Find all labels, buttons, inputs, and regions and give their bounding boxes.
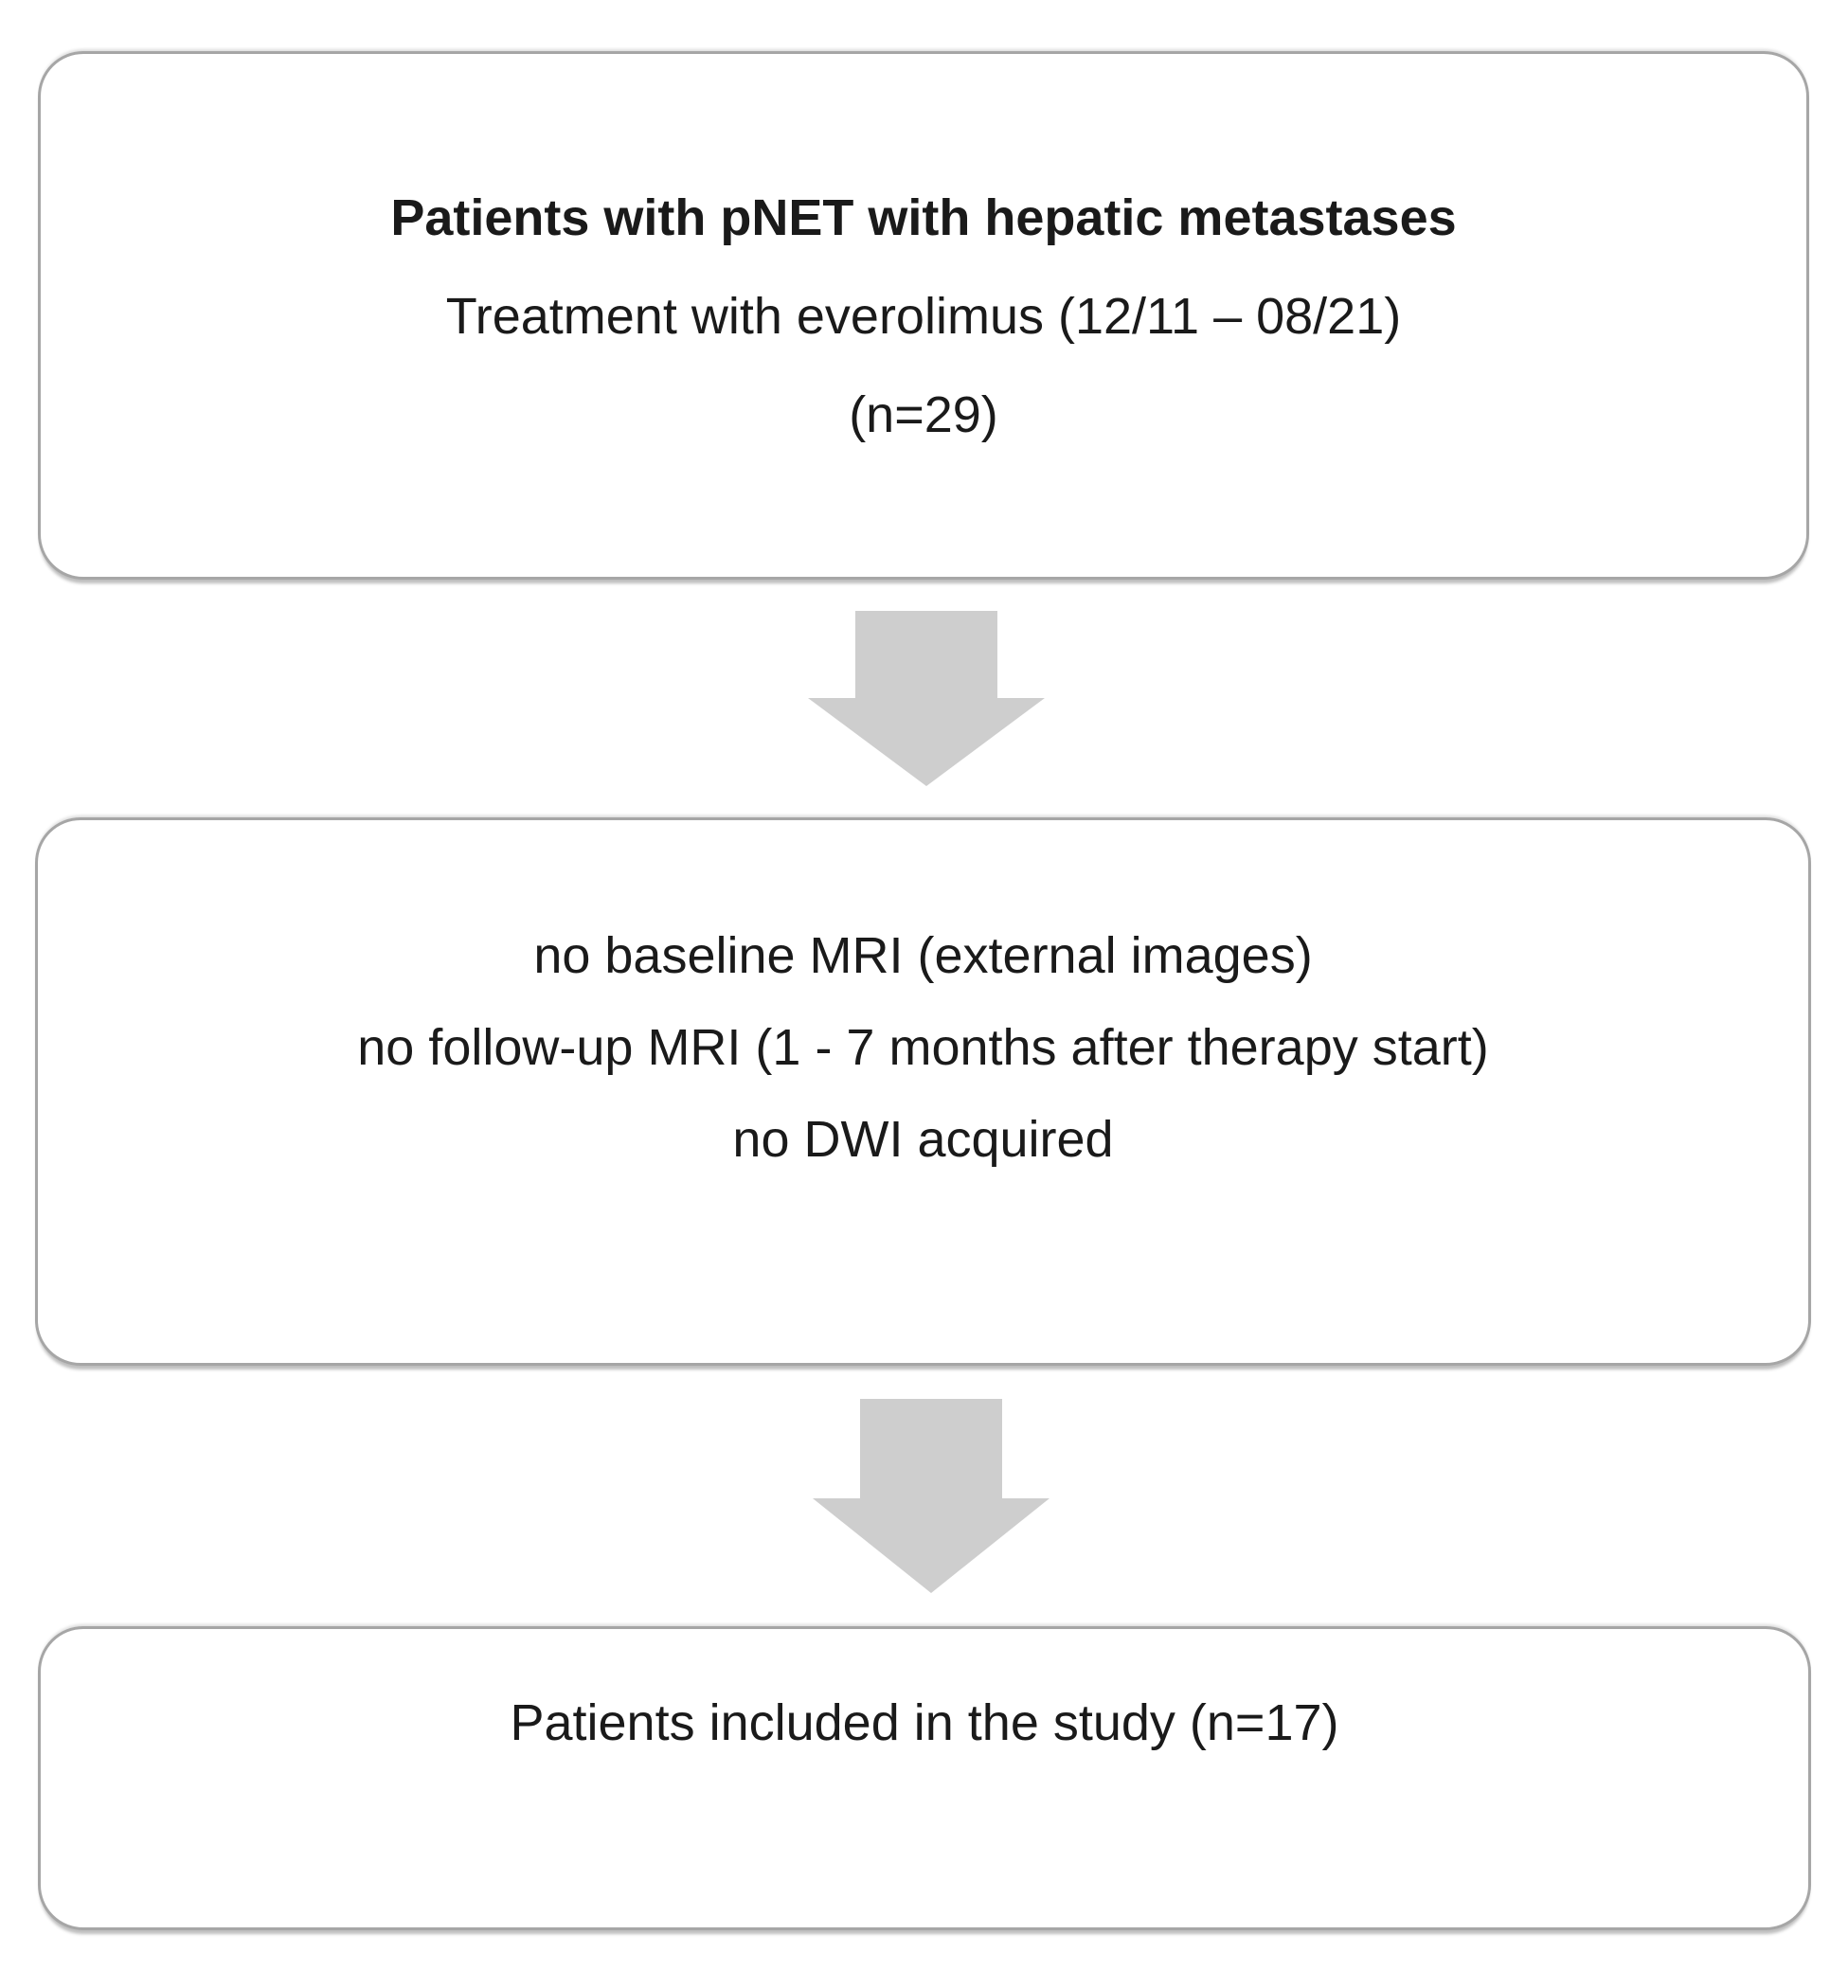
initial-cohort-count: (n=29)	[849, 386, 998, 443]
exclusion-no-baseline-mri: no baseline MRI (external images)	[533, 927, 1313, 984]
down-arrow-icon	[808, 611, 1045, 786]
included-patients-count: Patients included in the study (n=17)	[510, 1694, 1339, 1751]
exclusion-no-followup-mri: no follow-up MRI (1 - 7 months after the…	[357, 1019, 1489, 1076]
exclusion-no-dwi: no DWI acquired	[732, 1111, 1114, 1168]
flow-box-initial-cohort: Patients with pNET with hepatic metastas…	[38, 51, 1809, 580]
initial-cohort-treatment: Treatment with everolimus (12/11 – 08/21…	[445, 288, 1402, 345]
down-arrow-icon	[813, 1399, 1050, 1593]
initial-cohort-title: Patients with pNET with hepatic metastas…	[390, 189, 1457, 246]
flow-box-included-patients: Patients included in the study (n=17)	[38, 1626, 1811, 1930]
flow-box-exclusion-criteria: no baseline MRI (external images) no fol…	[35, 817, 1811, 1366]
